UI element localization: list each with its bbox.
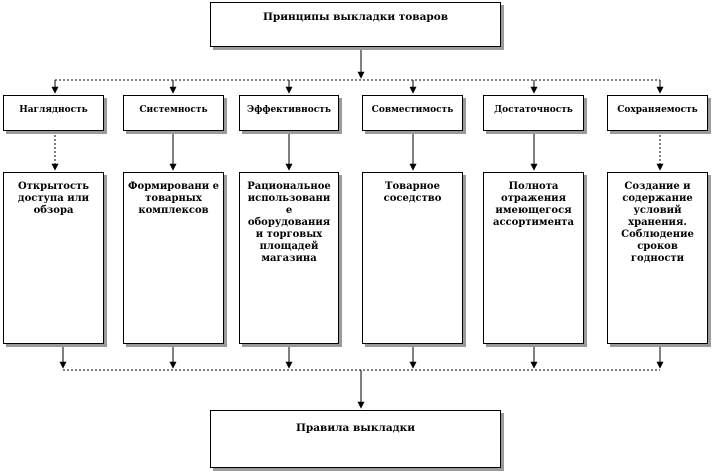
detail-to-bottom-bus-arrows [59,346,664,369]
principles-title: Принципы выкладки товаров [262,11,449,23]
bus-to-principle-arrows [51,80,664,94]
principle-label: Достаточность [494,105,573,115]
detail-box-effektivnost: Рациональное использовани е оборудования… [239,172,339,344]
principle-box-effektivnost: Эффективность [239,95,339,131]
rules-box: Правила выкладки [210,410,501,468]
principle-label: Наглядность [19,105,88,115]
principle-box-sokhranyaemost: Сохраняемость [607,95,708,131]
detail-box-sistemnost: Формировани е товарных комплексов [123,172,224,344]
principle-to-detail-arrows [51,131,664,171]
detail-box-sokhranyaemost: Создание и содержание условий хранения. … [607,172,708,344]
detail-text: Рациональное использовани е оборудования… [247,181,331,264]
principle-label: Системность [139,105,208,115]
detail-text: Открытость доступа или обзора [17,181,90,216]
detail-text: Формировани е товарных комплексов [128,181,219,216]
principle-box-sovmestimost: Совместимость [362,95,463,131]
principles-title-box: Принципы выкладки товаров [210,2,501,47]
rules-title: Правила выкладки [296,422,415,434]
principle-label: Совместимость [371,105,454,115]
detail-box-dostatochnost: Полнота отражения имеющегося ассортимент… [483,172,584,344]
detail-box-naglyadnost: Открытость доступа или обзора [3,172,104,344]
detail-text: Полнота отражения имеющегося ассортимент… [493,181,574,228]
principle-box-dostatochnost: Достаточность [483,95,584,131]
principle-label: Эффективность [247,105,331,115]
detail-text: Создание и содержание условий хранения. … [621,181,694,264]
principle-box-sistemnost: Системность [123,95,224,131]
principle-box-naglyadnost: Наглядность [3,95,104,131]
principle-label: Сохраняемость [617,105,698,115]
detail-text: Товарное соседство [383,181,442,204]
detail-box-sovmestimost: Товарное соседство [362,172,463,344]
